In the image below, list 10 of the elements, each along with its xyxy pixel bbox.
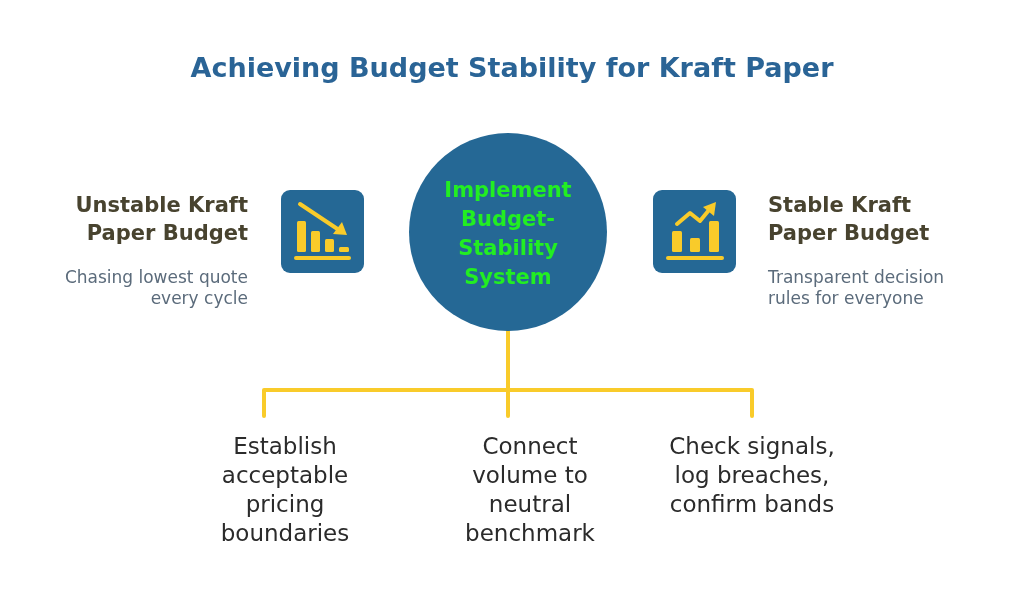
outcome-heading: Stable Kraft Paper Budget <box>768 192 931 247</box>
outcome-heading: Unstable Kraft Paper Budget <box>74 192 248 247</box>
diagram-title: Achieving Budget Stability for Kraft Paper <box>190 52 834 83</box>
outcome-description: Transparent decision rules for everyone <box>768 267 946 309</box>
connector-line <box>506 329 754 418</box>
circle-label: Implement Budget-Stability System <box>443 177 573 291</box>
outcome-description: Chasing lowest quote every cycle <box>63 267 248 309</box>
step-text: Check signals, log breaches, confirm bands <box>669 432 835 519</box>
step-text: Establish acceptable pricing boundaries <box>219 432 351 548</box>
step-text: Connect volume to neutral benchmark <box>464 432 596 548</box>
